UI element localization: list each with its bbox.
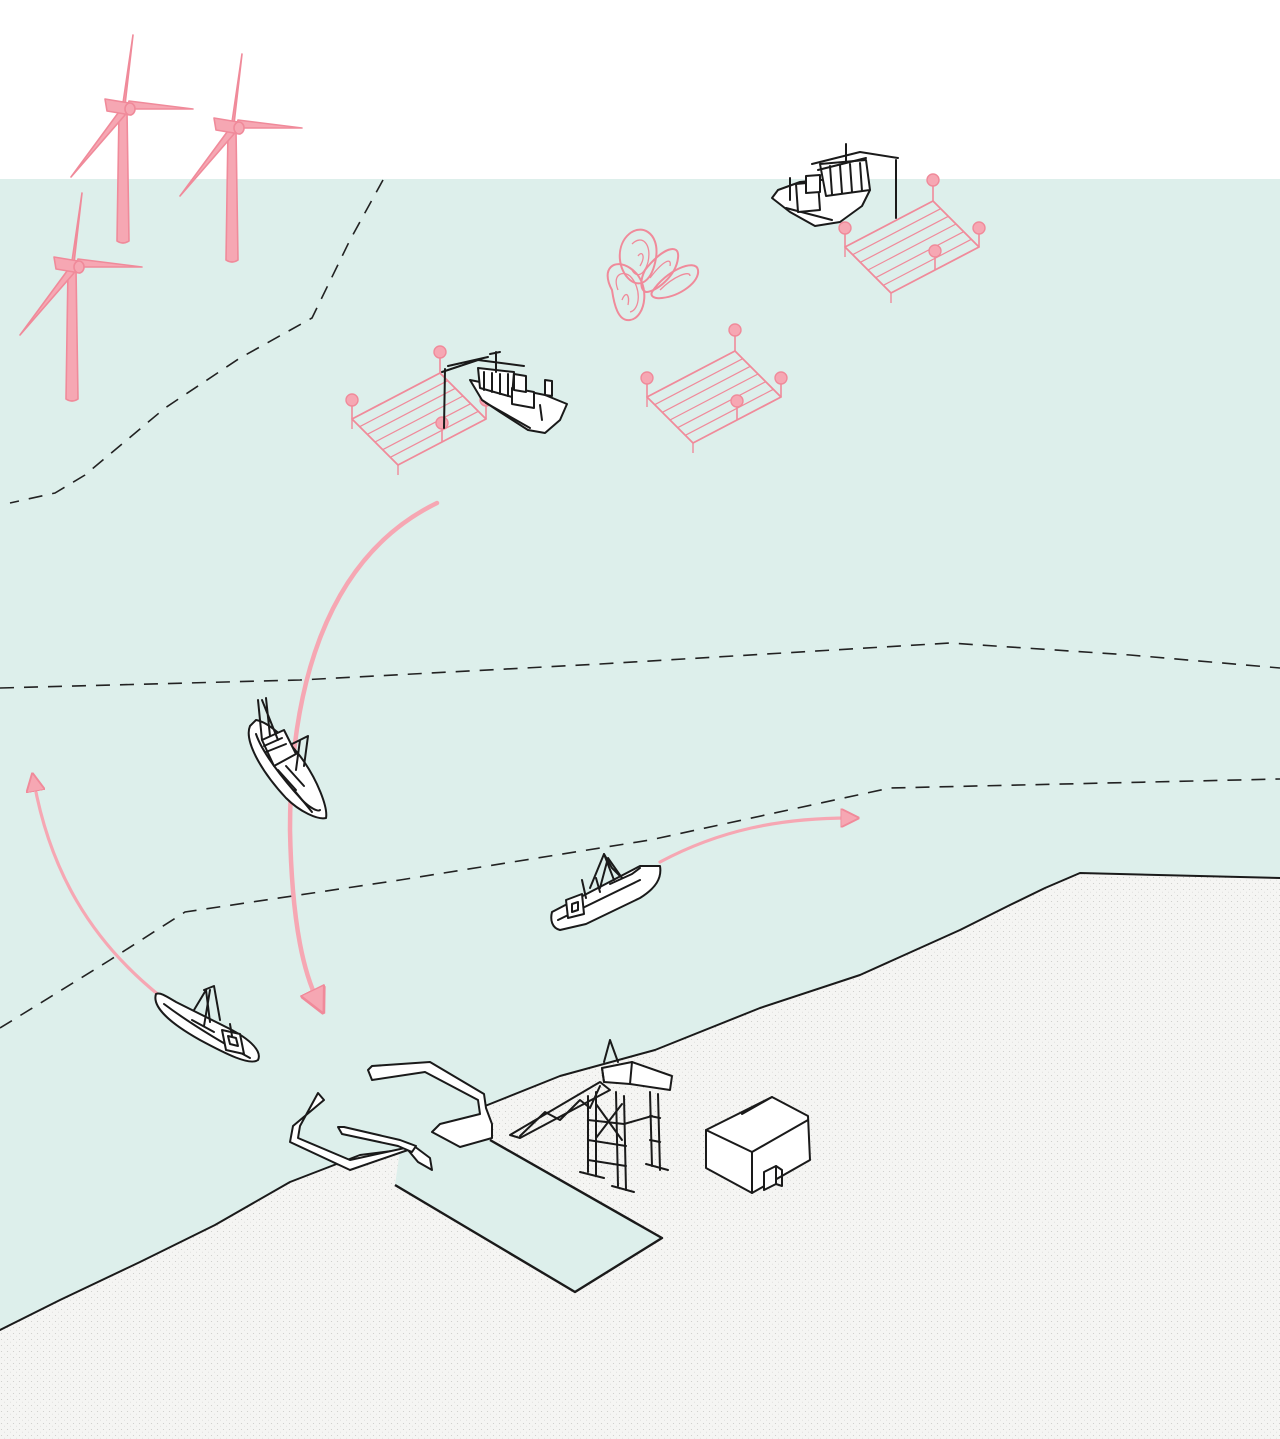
breakwater-inner: [337, 1126, 417, 1153]
fishing-trawler-icon: [154, 985, 260, 1063]
zone-boundary-offshore: [9, 179, 384, 504]
mussel-cluster-icon: [606, 228, 700, 322]
route-arrow-east: [658, 818, 850, 864]
wind-turbine-icon: [70, 34, 194, 244]
sky: [0, 0, 1280, 180]
zone-boundary-nearshore: [0, 778, 1280, 1029]
breakwater-east: [367, 1061, 493, 1148]
harbour-crane-icon: [509, 1039, 673, 1193]
warehouse-icon: [705, 1096, 811, 1194]
route-arrow-north: [34, 782, 162, 998]
zone-boundary-mid: [0, 642, 1280, 689]
fishing-trawler-icon: [550, 853, 662, 931]
breakwater-west: [289, 1092, 433, 1171]
land-area: [0, 873, 1280, 1439]
wind-turbine-icon: [19, 192, 143, 402]
service-vessel-icon: [441, 351, 568, 434]
coastline-east: [484, 872, 1280, 1107]
aquaculture-longline-icon: [345, 345, 493, 475]
aquaculture-longline-icon: [640, 323, 788, 453]
coastline: [0, 1149, 401, 1331]
wind-turbine-icon: [179, 53, 303, 263]
fishing-trawler-icon: [247, 697, 328, 820]
harbour-basin: [394, 1138, 664, 1294]
service-vessel-icon: [771, 143, 899, 227]
aquaculture-longline-icon: [838, 173, 986, 303]
